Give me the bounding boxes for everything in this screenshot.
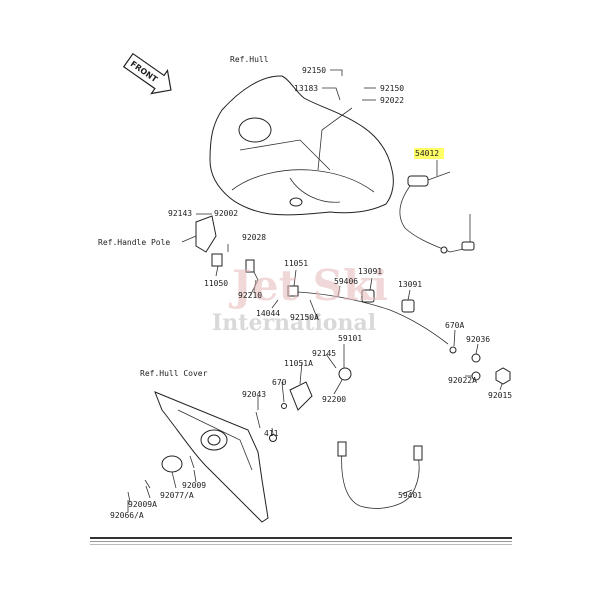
part-label[interactable]: 411 [264,429,279,438]
part-label[interactable]: 13091 [358,267,382,276]
part-label[interactable]: 92150 [380,84,404,93]
throttle-cable-54012 [399,171,475,254]
lower-cable-59401 [337,441,423,509]
part-label[interactable]: 92150 [302,66,326,75]
part-label[interactable]: 92022 [380,96,404,105]
part-label[interactable]: 11050 [204,279,228,288]
ref-hull-cover-label: Ref.Hull Cover [140,369,208,378]
part-label[interactable]: 92066/A [110,511,144,520]
highlight-54012 [414,148,444,159]
part-label[interactable]: 670A [445,321,464,330]
watermark-line2: International [212,310,376,336]
part-label[interactable]: 92002 [214,209,238,218]
watermark: Jet Ski International [212,261,388,336]
part-label[interactable]: 59401 [398,491,422,500]
center-cable-assembly [245,259,449,345]
hull-outline [209,75,394,216]
hull-cover-outline [154,391,269,523]
part-label[interactable]: 92009 [182,481,206,490]
part-label[interactable]: 92043 [242,390,266,399]
part-label[interactable]: 13183 [294,84,318,93]
part-label[interactable]: 92210 [238,291,262,300]
part-label[interactable]: 11051 [284,259,308,268]
part-label[interactable]: 670 [272,378,287,387]
handle-pole-bracket [195,215,223,267]
part-label[interactable]: 54012 [415,149,439,158]
part-label[interactable]: 92009A [128,500,157,509]
part-label[interactable]: 92015 [488,391,512,400]
leader-lines [127,69,503,512]
part-label[interactable]: 92200 [322,395,346,404]
bottom-separator [90,537,512,545]
ref-hull-label: Ref.Hull [230,55,269,64]
part-label[interactable]: 13091 [398,280,422,289]
part-label[interactable]: 92145 [312,349,336,358]
part-label[interactable]: 59406 [334,277,358,286]
part-label[interactable]: 11051A [284,359,313,368]
part-label[interactable]: 92022A [448,376,477,385]
part-label[interactable]: 92028 [242,233,266,242]
part-label[interactable]: 14044 [256,309,280,318]
watermark-line1: Jet Ski [228,261,388,310]
part-label[interactable]: 92143 [168,209,192,218]
lower-small-parts [127,346,511,503]
ref-handle-pole-label: Ref.Handle Pole [98,238,170,247]
part-label[interactable]: 92150A [290,313,319,322]
part-label[interactable]: 92036 [466,335,490,344]
front-arrow-badge: FRONT [122,52,172,95]
part-label[interactable]: 59101 [338,334,362,343]
part-label[interactable]: 92077/A [160,491,194,500]
